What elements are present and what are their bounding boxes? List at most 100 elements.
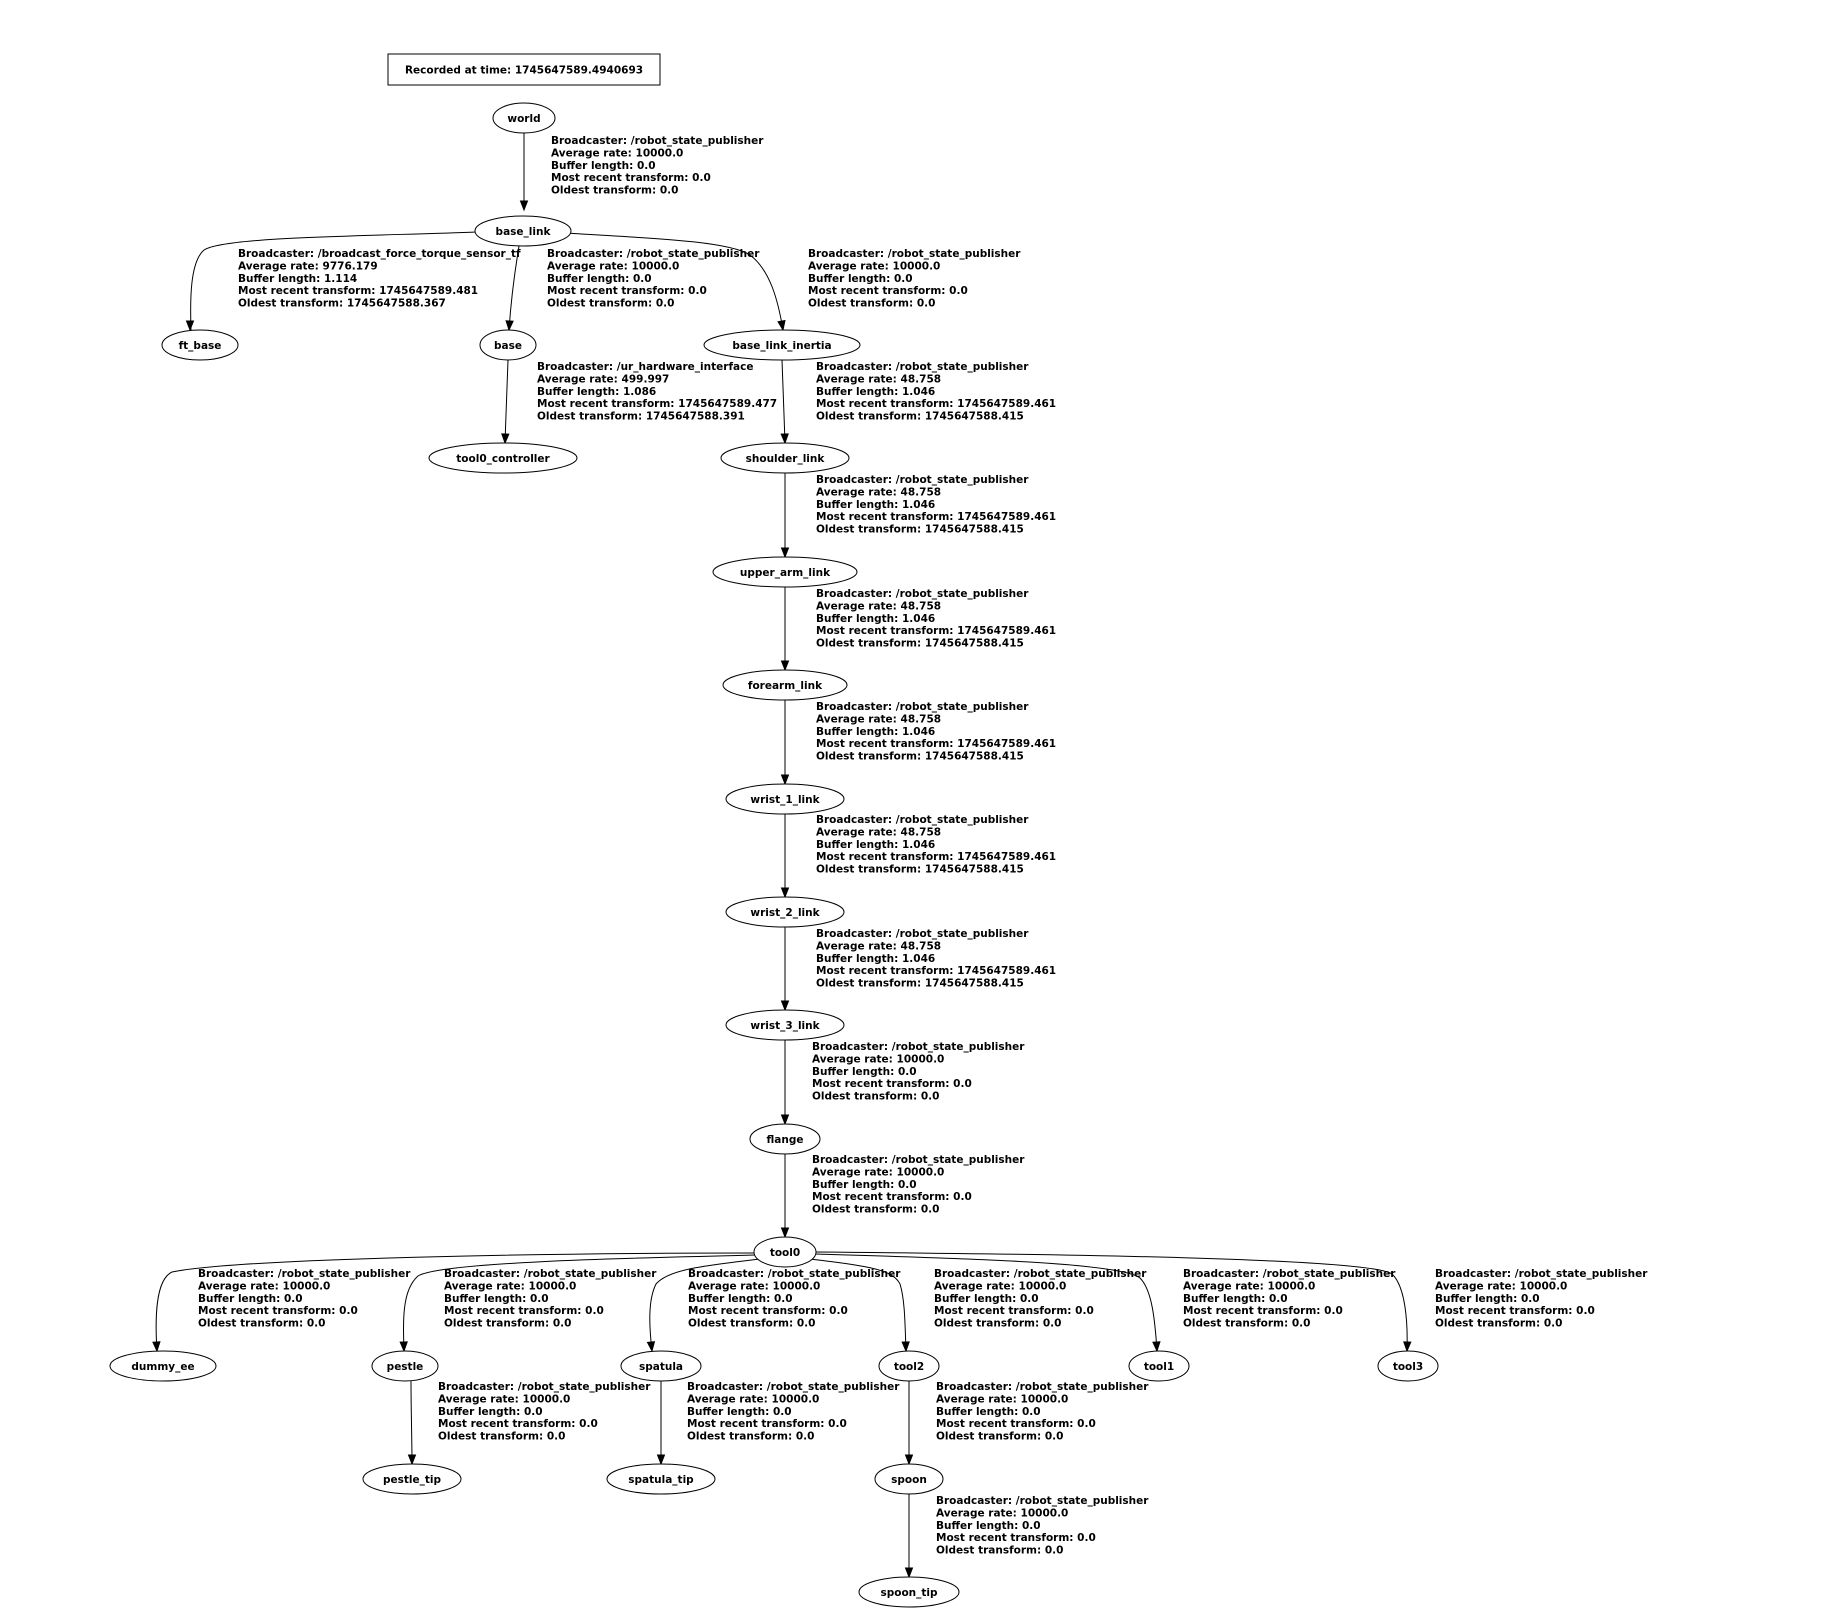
node-label-spoon: spoon	[891, 1474, 927, 1486]
arrowhead-spoon-to-spoon-tip	[904, 1567, 914, 1579]
arrowhead-tool2-to-spoon	[904, 1454, 914, 1466]
edge-label-line: Average rate: 10000.0	[198, 1280, 330, 1292]
edge-label-line: Buffer length: 0.0	[936, 1406, 1041, 1418]
edge-label-line: Average rate: 10000.0	[1183, 1280, 1315, 1292]
edge-label-base-link-to-ft-base: Broadcaster: /broadcast_force_torque_sen…	[238, 248, 521, 310]
node-wrist-2-link: wrist_2_link	[725, 896, 845, 928]
edge-label-line: Oldest transform: 0.0	[812, 1204, 939, 1216]
edge-label-line: Broadcaster: /robot_state_publisher	[816, 588, 1029, 600]
edge-label-line: Most recent transform: 1745647589.461	[816, 965, 1056, 977]
edge-label-line: Average rate: 10000.0	[934, 1280, 1066, 1292]
edge-label-line: Buffer length: 0.0	[934, 1293, 1039, 1305]
node-ellipse-tool1	[1128, 1350, 1190, 1382]
edge-label-line: Most recent transform: 0.0	[812, 1191, 972, 1203]
edge-label-line: Average rate: 10000.0	[936, 1393, 1068, 1405]
node-ellipse-shoulder-link	[720, 442, 850, 474]
edge-label-line: Buffer length: 1.046	[816, 499, 935, 511]
edge-label-line: Oldest transform: 1745647588.415	[816, 411, 1024, 423]
node-ellipse-wrist-1-link	[725, 783, 845, 815]
node-base-link-inertia: base_link_inertia	[703, 329, 861, 361]
edge-label-line: Average rate: 10000.0	[688, 1280, 820, 1292]
edge-label-line: Average rate: 499.997	[537, 373, 669, 385]
node-ellipse-tool0	[753, 1236, 817, 1268]
edge-label-line: Average rate: 9776.179	[238, 260, 378, 272]
edge-label-line: Buffer length: 1.046	[816, 726, 935, 738]
node-label-wrist-2-link: wrist_2_link	[750, 907, 820, 919]
node-ellipse-forearm-link	[722, 669, 848, 701]
edge-pestle-to-pestle-tip	[410, 1380, 413, 1465]
edge-label-line: Most recent transform: 0.0	[808, 285, 968, 297]
node-ellipse-wrist-3-link	[725, 1009, 845, 1041]
edge-label-line: Most recent transform: 0.0	[934, 1305, 1094, 1317]
edge-label-line: Oldest transform: 1745647588.415	[816, 864, 1024, 876]
edge-label-line: Most recent transform: 0.0	[438, 1418, 598, 1430]
edge-label-line: Buffer length: 1.086	[537, 386, 656, 398]
edge-label-line: Average rate: 10000.0	[687, 1393, 819, 1405]
node-ellipse-ft-base	[161, 329, 239, 361]
node-tool3: tool3	[1377, 1350, 1439, 1382]
header-box: Recorded at time: 1745647589.4940693	[387, 53, 661, 86]
edge-label-line: Average rate: 48.758	[816, 373, 941, 385]
edge-label-line: Most recent transform: 0.0	[547, 285, 707, 297]
edge-label-line: Oldest transform: 0.0	[438, 1431, 565, 1443]
edge-label-line: Buffer length: 0.0	[936, 1520, 1041, 1532]
arrowhead-tool0-to-pestle	[399, 1341, 408, 1353]
edge-label-line: Broadcaster: /robot_state_publisher	[934, 1268, 1147, 1280]
arrowhead-base-link-to-base	[505, 320, 514, 332]
edge-label-line: Average rate: 10000.0	[812, 1166, 944, 1178]
edge-tool0-to-tool2	[809, 1258, 907, 1352]
edge-label-line: Average rate: 10000.0	[438, 1393, 570, 1405]
edge-label-line: Oldest transform: 0.0	[687, 1431, 814, 1443]
arrowhead-wrist-2-link-to-wrist-3-link	[780, 1000, 790, 1012]
edge-label-line: Oldest transform: 1745647588.415	[816, 751, 1024, 763]
node-tool2: tool2	[878, 1350, 940, 1382]
node-ellipse-tool0-controller	[428, 442, 578, 474]
edge-tool0-to-pestle	[403, 1254, 757, 1352]
node-dummy-ee: dummy_ee	[109, 1350, 217, 1382]
node-ellipse-base-link	[474, 215, 572, 247]
edge-label-line: Buffer length: 0.0	[1435, 1293, 1540, 1305]
node-label-base-link-inertia: base_link_inertia	[732, 340, 831, 352]
edge-label-line: Average rate: 48.758	[816, 940, 941, 952]
edge-label-line: Buffer length: 0.0	[808, 273, 913, 285]
edge-label-line: Most recent transform: 1745647589.461	[816, 625, 1056, 637]
edge-base-link-inertia-to-shoulder-link	[781, 359, 786, 444]
node-ellipse-spatula-tip	[606, 1463, 716, 1495]
edges-layer	[152, 133, 1412, 1579]
edge-label-line: Most recent transform: 1745647589.461	[816, 398, 1056, 410]
edge-label-line: Broadcaster: /robot_state_publisher	[438, 1381, 651, 1393]
edge-label-line: Oldest transform: 1745647588.367	[238, 298, 446, 310]
edge-label-line: Most recent transform: 0.0	[1183, 1305, 1343, 1317]
edge-label-line: Broadcaster: /robot_state_publisher	[444, 1268, 657, 1280]
node-shoulder-link: shoulder_link	[720, 442, 850, 474]
header-text: Recorded at time: 1745647589.4940693	[405, 65, 643, 77]
edge-label-line: Broadcaster: /robot_state_publisher	[687, 1381, 900, 1393]
edge-label-line: Broadcaster: /ur_hardware_interface	[537, 361, 753, 373]
node-ellipse-world	[492, 102, 556, 134]
edge-label-line: Broadcaster: /robot_state_publisher	[816, 814, 1029, 826]
edge-label-line: Most recent transform: 1745647589.461	[816, 738, 1056, 750]
edge-label-line: Average rate: 10000.0	[1435, 1280, 1567, 1292]
arrowhead-tool0-to-tool2	[901, 1341, 910, 1353]
edge-label-line: Average rate: 48.758	[816, 826, 941, 838]
node-label-tool3: tool3	[1393, 1361, 1423, 1373]
node-ellipse-upper-arm-link	[712, 556, 858, 588]
node-spoon-tip: spoon_tip	[858, 1576, 960, 1608]
edge-tool0-to-tool1	[814, 1253, 1158, 1352]
edge-label-line: Most recent transform: 1745647589.461	[816, 511, 1056, 523]
edge-tool0-to-dummy-ee	[155, 1252, 755, 1352]
arrowhead-tool0-to-tool1	[1152, 1341, 1161, 1353]
node-label-wrist-3-link: wrist_3_link	[750, 1020, 820, 1032]
